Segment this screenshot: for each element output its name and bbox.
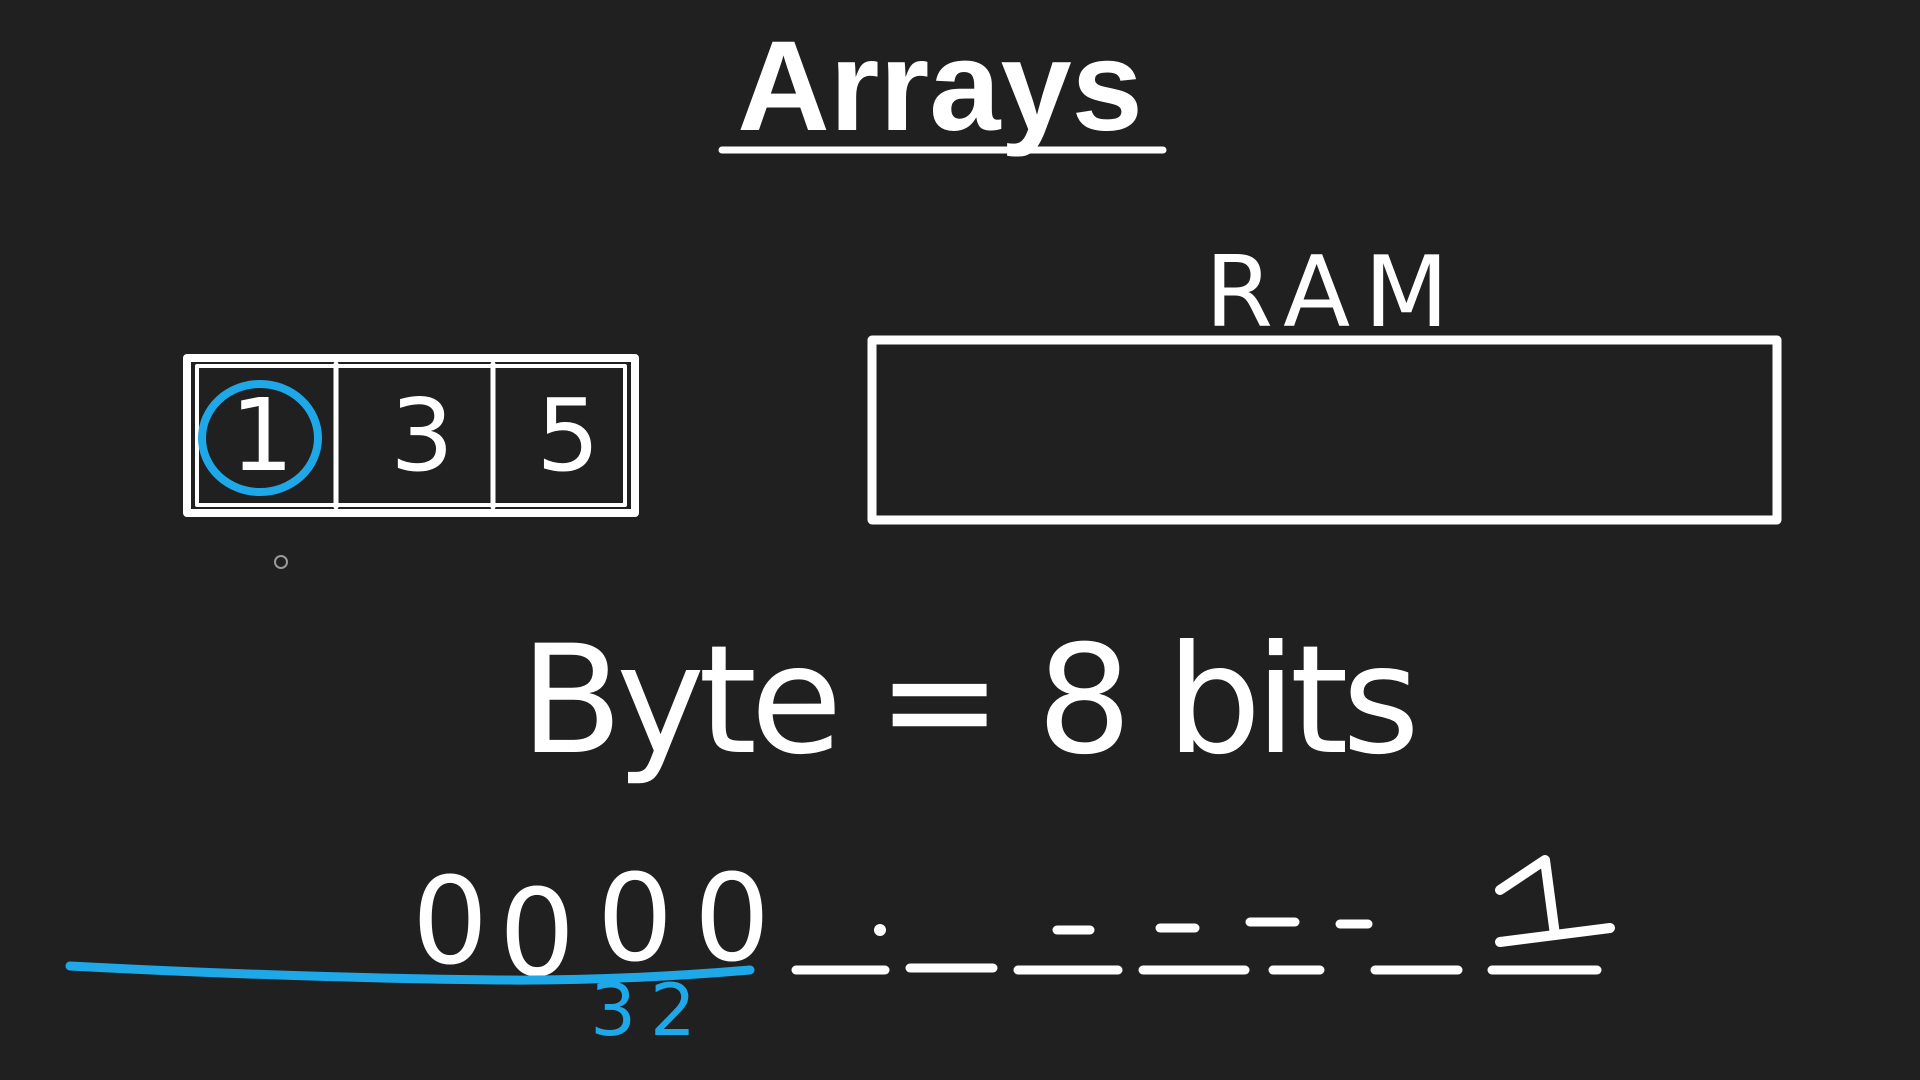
bit-one-stroke	[1495, 855, 1560, 940]
blue-underline	[65, 961, 755, 985]
blue-annotation: 32	[65, 961, 755, 1052]
array-inner-frame	[195, 364, 627, 507]
bit-value: 0	[412, 853, 488, 992]
slide-title: Arrays	[737, 15, 1143, 158]
ink-dot	[874, 924, 886, 936]
ram-box	[867, 335, 1782, 525]
array-cell-value: 1	[230, 377, 294, 494]
bit-value: 0	[597, 850, 673, 989]
bit-value: 0	[694, 850, 770, 989]
ram-label: RAM	[1205, 236, 1463, 350]
array-cell-value: 3	[390, 377, 454, 494]
blue-number: 32	[590, 968, 710, 1052]
array-cell-value: 5	[536, 377, 600, 494]
byte-equation: Byte = 8 bits	[520, 614, 1420, 788]
array-outer-frame	[183, 354, 639, 517]
bit-value-one: 1	[1540, 1056, 1543, 1061]
cursor-dot	[274, 555, 288, 569]
array-diagram: 1 3 5	[183, 354, 639, 517]
highlight-circle	[198, 380, 322, 496]
bit-one-base	[1495, 923, 1615, 947]
